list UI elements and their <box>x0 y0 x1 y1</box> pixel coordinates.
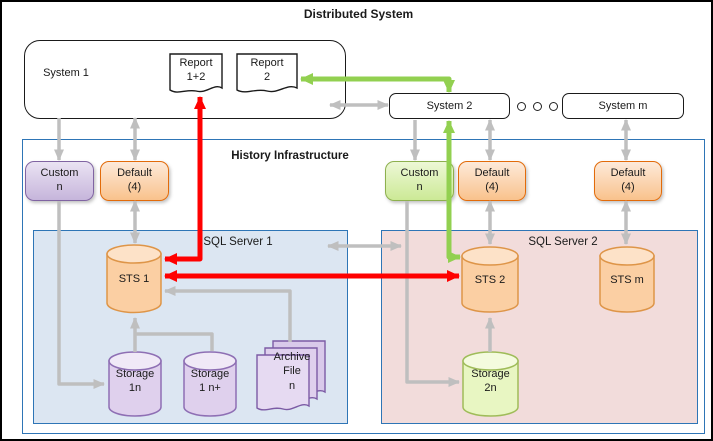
sts-m-label: STS m <box>610 274 644 286</box>
document-shape-icon <box>169 53 223 93</box>
diagram-title: Distributed System <box>303 7 414 21</box>
custom-adapter-right: Custom n <box>385 161 454 201</box>
sts2-database: STS 2 <box>461 246 519 314</box>
report-2-document: Report 2 <box>236 53 298 97</box>
custom-adapter-left: Custom n <box>25 161 94 201</box>
default-adapter-right: Default (4) <box>594 161 662 201</box>
sql-server-1-label: SQL Server 1 <box>203 236 273 248</box>
history-infrastructure-label: History Infrastructure <box>231 150 349 162</box>
history-infrastructure-frame <box>22 139 705 434</box>
storage-1nplus-database: Storage 1 n+ <box>183 351 237 418</box>
ellipsis-dot <box>517 102 526 111</box>
sts1-label: STS 1 <box>118 273 150 285</box>
system-m-node: System m <box>562 93 684 119</box>
storage-1nplus-label: Storage 1 n+ <box>190 368 230 395</box>
system1-label: System 1 <box>43 67 89 79</box>
report-1-2-document: Report 1+2 <box>169 53 223 97</box>
default-adapter-middle: Default (4) <box>458 161 526 201</box>
database-cylinder-icon <box>599 246 655 313</box>
database-cylinder-icon <box>462 351 519 417</box>
storage-1n-database: Storage 1n <box>108 351 162 418</box>
archive-file-stack: Archive File n <box>256 340 326 418</box>
report-1-2-label: Report 1+2 <box>179 57 213 84</box>
document-shape-icon <box>256 354 310 411</box>
archive-file-label: Archive File n <box>273 351 311 392</box>
database-cylinder-icon <box>106 244 162 314</box>
sql-server-2-label: SQL Server 2 <box>528 236 598 248</box>
sts2-label: STS 2 <box>474 274 506 286</box>
system-m-label: System m <box>598 100 648 112</box>
report-2-label: Report 2 <box>250 57 284 84</box>
database-cylinder-icon <box>183 351 237 417</box>
sts-m-database: STS m <box>599 246 655 314</box>
storage-2n-database: Storage 2n <box>462 351 519 418</box>
database-cylinder-icon <box>108 351 162 417</box>
database-cylinder-icon <box>461 246 519 313</box>
storage-1n-label: Storage 1n <box>115 368 155 395</box>
sts1-database: STS 1 <box>106 244 162 314</box>
ellipsis-dot <box>549 102 558 111</box>
system2-node: System 2 <box>389 93 510 119</box>
storage-2n-label: Storage 2n <box>471 368 510 395</box>
default-adapter-left: Default (4) <box>100 161 169 201</box>
system2-label: System 2 <box>426 100 473 112</box>
ellipsis-dot <box>533 102 542 111</box>
document-shape-icon <box>236 53 298 93</box>
